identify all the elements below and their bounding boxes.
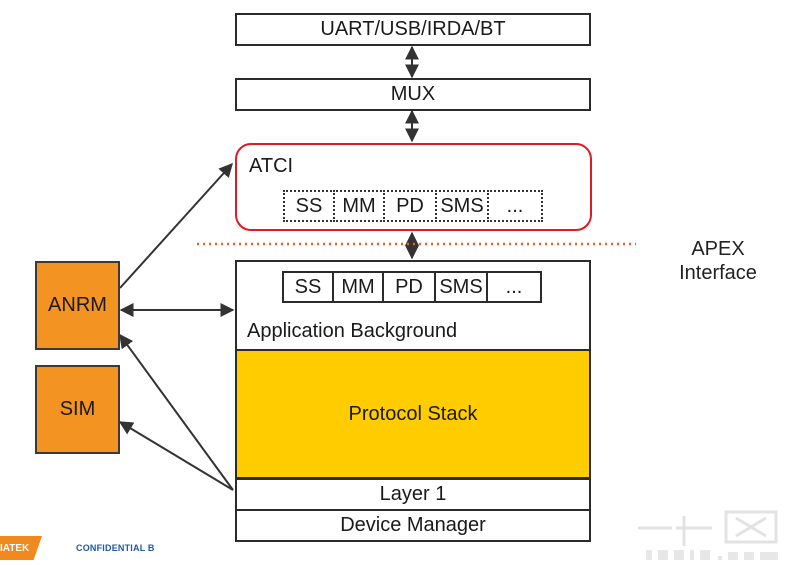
layer1-label: Layer 1 bbox=[379, 483, 447, 505]
device-manager-label: Device Manager bbox=[340, 514, 486, 536]
app-module-mm: MM bbox=[332, 271, 384, 303]
anrm-box: ANRM bbox=[35, 261, 120, 350]
sim-box: SIM bbox=[35, 365, 120, 454]
arrow-anrm-layer1 bbox=[119, 333, 234, 491]
mux-box: MUX bbox=[235, 78, 591, 111]
mux-label: MUX bbox=[390, 83, 436, 105]
atci-module-ss: SS bbox=[283, 190, 335, 222]
logo-text: IATEK bbox=[0, 542, 30, 554]
uart-label: UART/USB/IRDA/BT bbox=[320, 18, 506, 40]
arrow-sim-layer1 bbox=[118, 421, 234, 491]
sim-label: SIM bbox=[59, 398, 96, 420]
app-module-ss: SS bbox=[282, 271, 334, 303]
application-background-box: SS MM PD SMS ... Application Background bbox=[235, 260, 591, 351]
app-module-pd: PD bbox=[382, 271, 436, 303]
arrow-anrm-atci bbox=[119, 162, 233, 289]
anrm-label: ANRM bbox=[48, 294, 107, 316]
atci-module-more: ... bbox=[487, 190, 543, 222]
atci-module-row: SS MM PD SMS ... bbox=[283, 190, 543, 222]
app-module-row: SS MM PD SMS ... bbox=[282, 271, 542, 303]
app-module-more: ... bbox=[486, 271, 542, 303]
device-manager-box: Device Manager bbox=[235, 509, 591, 542]
application-background-label: Application Background bbox=[247, 320, 458, 342]
layer1-box: Layer 1 bbox=[235, 478, 591, 511]
apex-interface-label: APEX Interface bbox=[668, 237, 768, 285]
protocol-stack-label: Protocol Stack bbox=[348, 402, 478, 425]
protocol-stack-box: Protocol Stack bbox=[235, 349, 591, 479]
atci-module-mm: MM bbox=[333, 190, 385, 222]
atci-title: ATCI bbox=[249, 155, 294, 177]
watermark-logo bbox=[638, 510, 778, 560]
atci-box: ATCI SS MM PD SMS ... bbox=[235, 143, 592, 231]
atci-module-pd: PD bbox=[383, 190, 437, 222]
app-module-sms: SMS bbox=[434, 271, 488, 303]
apex-line1: APEX bbox=[691, 238, 745, 260]
atci-module-sms: SMS bbox=[435, 190, 489, 222]
confidential-label: CONFIDENTIAL B bbox=[76, 543, 155, 553]
apex-line2: Interface bbox=[679, 262, 757, 284]
uart-usb-irda-bt-box: UART/USB/IRDA/BT bbox=[235, 13, 591, 46]
